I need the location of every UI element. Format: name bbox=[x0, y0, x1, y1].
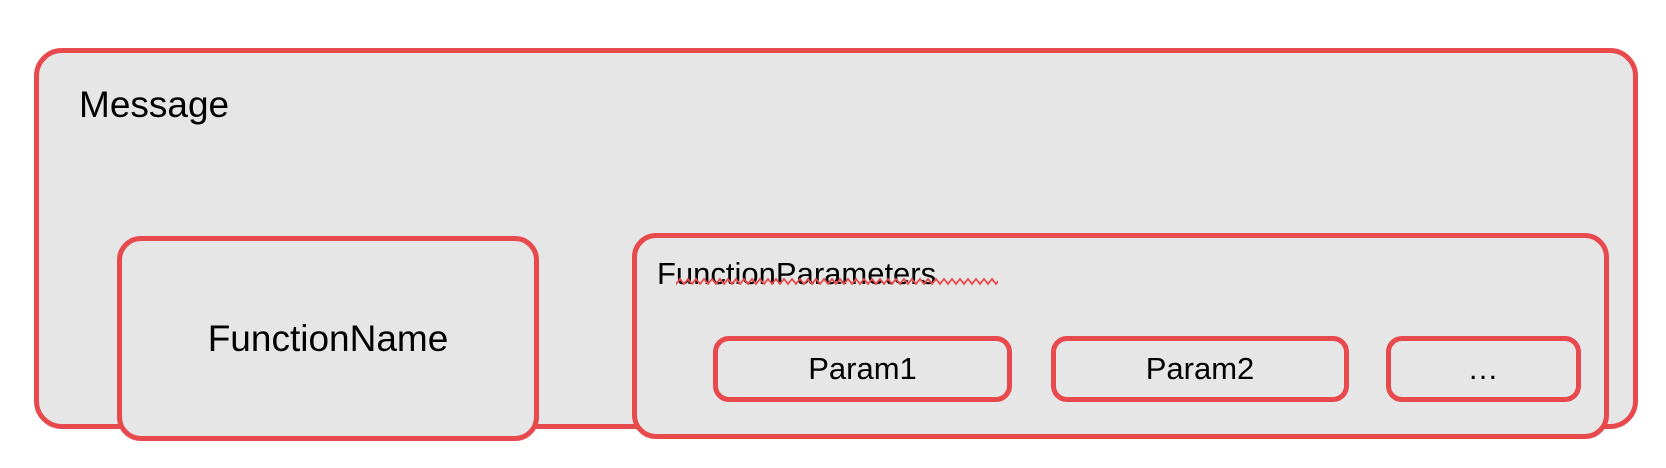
message-label: Message bbox=[79, 84, 230, 125]
param-label: Param2 bbox=[1145, 351, 1255, 386]
function-parameters-box[interactable]: FunctionParameters Param1 Param2 bbox=[632, 233, 1609, 439]
param-box[interactable]: Param2 bbox=[1051, 336, 1349, 402]
spellcheck-squiggle-icon bbox=[676, 277, 998, 286]
param-label: … bbox=[1467, 351, 1500, 386]
param-label: Param1 bbox=[808, 351, 917, 386]
function-parameters-label: FunctionParameters bbox=[657, 256, 937, 291]
param-box[interactable]: Param1 bbox=[713, 336, 1012, 402]
message-container[interactable]: Message FunctionName FunctionParameters bbox=[34, 48, 1638, 441]
function-name-box[interactable]: FunctionName bbox=[117, 236, 539, 441]
function-parameters-label-wrap: FunctionParameters bbox=[657, 255, 936, 293]
param-box-ellipsis[interactable]: … bbox=[1386, 336, 1581, 402]
function-name-label: FunctionName bbox=[207, 317, 449, 359]
